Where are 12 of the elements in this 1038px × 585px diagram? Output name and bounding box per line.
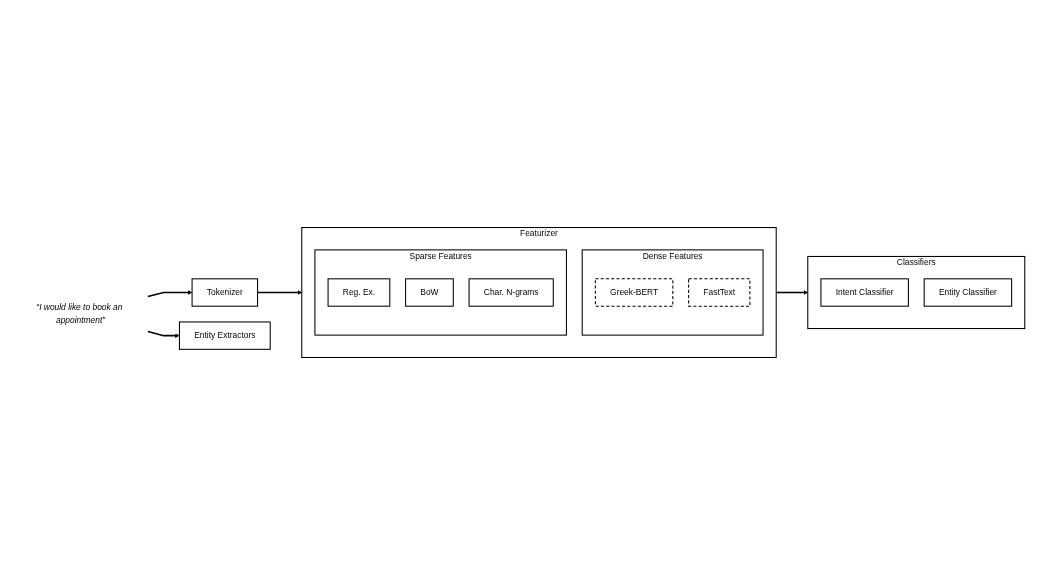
node-box: Greek-BERT [594,278,674,307]
node-box: BoW [405,278,454,307]
node-box: Entity Classifier [923,278,1013,307]
arrow [147,290,193,298]
node-box: Entity Extractors [178,321,271,350]
node-box: FastText [688,278,751,307]
arrow [147,330,180,338]
node-text: “I would like to book an appointment” [36,303,123,325]
node-box: Intent Classifier [820,278,909,307]
node-box: Tokenizer [191,278,259,307]
node-box: Reg. Ex. [327,278,391,307]
node-box: Char. N-grams [468,278,554,307]
